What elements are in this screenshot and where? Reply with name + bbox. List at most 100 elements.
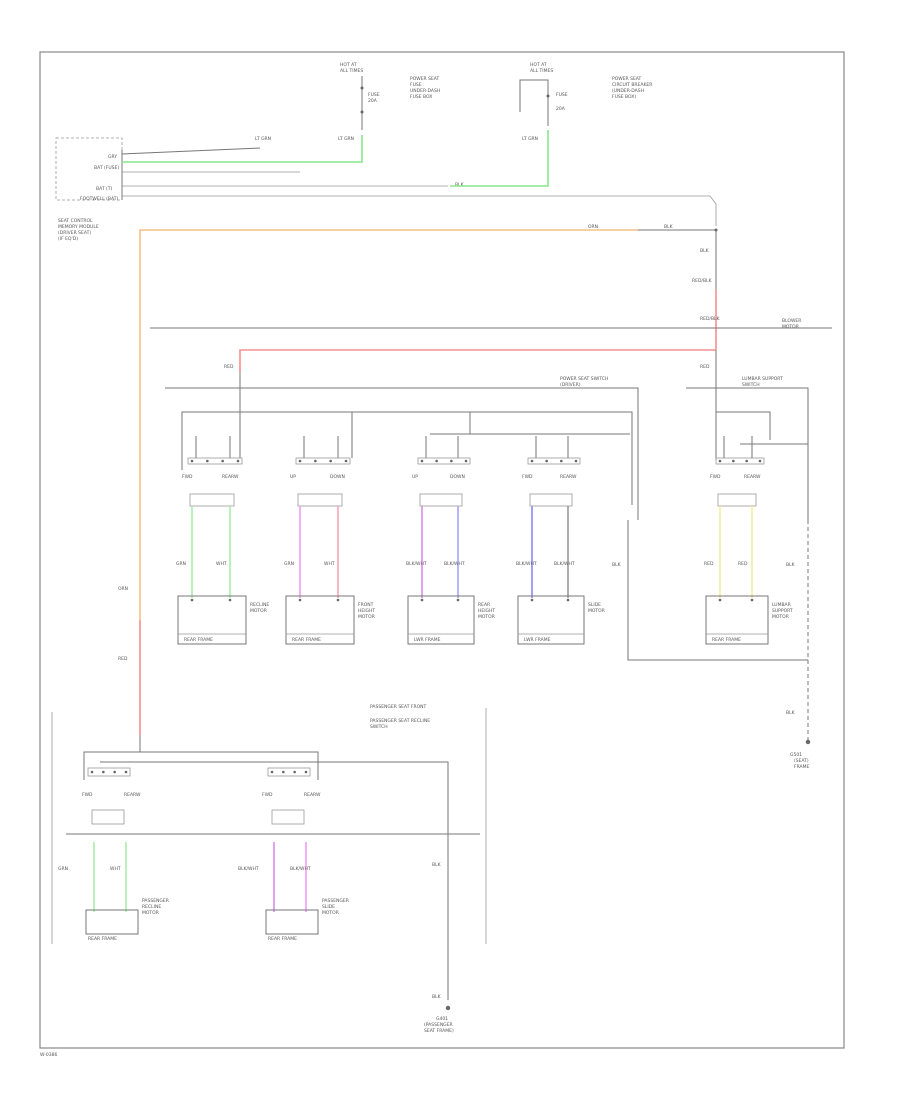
motor-name: LUMBAR (772, 602, 791, 608)
passenger-motor-box (85, 909, 139, 935)
switch-bus-lumbar (686, 387, 809, 520)
motor-caption: LWR FRAME (414, 637, 441, 643)
switch-label: UP (412, 474, 418, 480)
svg-text:RED/BLK: RED/BLK (700, 316, 721, 322)
switch-label: FWD (522, 474, 533, 480)
svg-text:LT GRN: LT GRN (255, 136, 271, 142)
svg-text:POWER SEAT SWITCH: POWER SEAT SWITCH (560, 376, 608, 382)
svg-text:BLK/WHT: BLK/WHT (516, 561, 537, 567)
green-wire-1 (122, 135, 363, 163)
switch-label: REARW (560, 474, 577, 480)
svg-text:WHT: WHT (110, 866, 121, 872)
fuse-box-1: HOT AT ALL TIMES FUSE 20A POWER SEAT FUS… (338, 62, 440, 142)
passenger-motor-caption: REAR FRAME (268, 936, 297, 942)
svg-text:FUSE BOX: FUSE BOX (410, 94, 432, 100)
svg-text:RED: RED (118, 656, 128, 662)
passenger-motor-name: PASSENGER (142, 898, 169, 904)
svg-text:LUMBAR SUPPORT: LUMBAR SUPPORT (742, 376, 783, 382)
motor-name: MOTOR (478, 614, 495, 620)
svg-text:BLK: BLK (455, 182, 465, 188)
svg-text:BLK/WHT: BLK/WHT (290, 866, 311, 872)
svg-text:FOOTWELL (BAT): FOOTWELL (BAT) (80, 196, 118, 202)
svg-text:BLK/WHT: BLK/WHT (406, 561, 427, 567)
svg-text:G401: G401 (436, 1016, 448, 1022)
motor-name: MOTOR (250, 608, 267, 614)
switch-bus-driver (165, 387, 639, 520)
svg-text:MOTOR: MOTOR (782, 324, 799, 330)
svg-text:PASSENGER SEAT RECLINE: PASSENGER SEAT RECLINE (370, 718, 430, 724)
svg-text:BLK: BLK (786, 562, 796, 568)
svg-text:FUSE: FUSE (556, 92, 568, 98)
svg-text:HOT AT: HOT AT (340, 62, 357, 68)
motor-box (705, 595, 769, 645)
switch-label: DOWN (330, 474, 345, 480)
svg-text:UNDER-DASH: UNDER-DASH (410, 88, 440, 94)
svg-text:(DRIVER SEAT): (DRIVER SEAT) (58, 230, 91, 236)
svg-text:FWD: FWD (82, 792, 93, 798)
svg-text:SWITCH: SWITCH (370, 724, 388, 730)
svg-text:WHT: WHT (216, 561, 227, 567)
switch-label: REARW (222, 474, 239, 480)
svg-text:G501: G501 (790, 752, 802, 758)
motor-box (177, 595, 247, 645)
ground-right-icon: G501 (SEAT) FRAME (790, 739, 811, 770)
svg-text:BLK/WHT: BLK/WHT (444, 561, 465, 567)
svg-text:BAT (T): BAT (T) (96, 186, 112, 192)
svg-text:GRN: GRN (284, 561, 294, 567)
svg-text:CIRCUIT BREAKER: CIRCUIT BREAKER (612, 82, 652, 88)
svg-text:ALL TIMES: ALL TIMES (340, 68, 363, 74)
switch-label: DOWN (450, 474, 465, 480)
svg-text:MEMORY MODULE: MEMORY MODULE (58, 224, 99, 230)
svg-text:BLK: BLK (432, 862, 442, 868)
motor-box (407, 595, 475, 645)
motor-name: RECLINE (250, 602, 269, 608)
passenger-motor-caption: REAR FRAME (88, 936, 117, 942)
passenger-motor-name: MOTOR (142, 910, 159, 916)
svg-text:BLK: BLK (786, 710, 796, 716)
motor-box (517, 595, 585, 645)
svg-text:(PASSENGER: (PASSENGER (424, 1022, 453, 1028)
passenger-motor-name: MOTOR (322, 910, 339, 916)
svg-text:REARW: REARW (304, 792, 321, 798)
svg-text:GRN: GRN (58, 866, 68, 872)
svg-text:POWER SEAT: POWER SEAT (410, 76, 440, 82)
svg-text:LT GRN: LT GRN (522, 136, 538, 142)
passenger-motor-box (265, 909, 319, 935)
svg-text:HOT AT: HOT AT (530, 62, 547, 68)
footer-code: W-0386 (40, 1052, 57, 1058)
ground-passenger-icon: G401 (PASSENGER SEAT FRAME) (424, 1005, 454, 1034)
svg-text:SWITCH: SWITCH (742, 382, 760, 388)
motor-name: HEIGHT (358, 608, 375, 614)
svg-text:(DRIVER): (DRIVER) (560, 382, 581, 388)
svg-text:(IF EQ'D): (IF EQ'D) (58, 236, 78, 242)
svg-text:GRY: GRY (108, 154, 117, 160)
seat-memory-module: GRY BAT (FUSE) BAT (T) FOOTWELL (BAT) SE… (55, 137, 123, 242)
switch-label: REARW (744, 474, 761, 480)
orange-wire (139, 229, 638, 620)
motor-name: FRONT (358, 602, 374, 608)
svg-text:BLK: BLK (432, 994, 442, 1000)
motor-name: MOTOR (772, 614, 789, 620)
svg-text:FUSE BOX): FUSE BOX) (612, 94, 636, 100)
motor-caption: LWR FRAME (524, 637, 551, 643)
motor-caption: REAR FRAME (712, 637, 741, 643)
svg-text:FRAME: FRAME (794, 764, 809, 770)
switch-label: UP (290, 474, 296, 480)
svg-text:RED: RED (704, 561, 714, 567)
svg-text:SEAT CONTROL: SEAT CONTROL (58, 218, 93, 224)
svg-text:RED: RED (700, 364, 710, 370)
svg-text:BLK/WHT: BLK/WHT (554, 561, 575, 567)
motor-name: MOTOR (588, 608, 605, 614)
svg-text:(UNDER-DASH: (UNDER-DASH (612, 88, 644, 94)
svg-text:BLK: BLK (700, 248, 710, 254)
svg-text:BLK/WHT: BLK/WHT (238, 866, 259, 872)
